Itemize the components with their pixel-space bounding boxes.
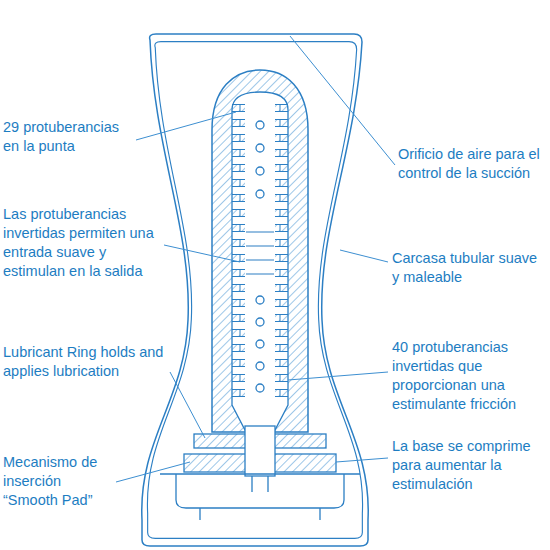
callout-label: 40 protuberancias invertidas que proporc…	[392, 338, 540, 414]
leader-lines	[116, 36, 395, 482]
callout-label: Las protuberancias invertidas permiten u…	[3, 205, 161, 281]
nubs-left	[232, 104, 245, 400]
callout-label: Orificio de aire para el control de la s…	[398, 145, 546, 183]
callout-label: Mecanismo de inserción “Smooth Pad”	[3, 453, 113, 510]
ridges	[246, 232, 274, 274]
base-cap	[160, 474, 360, 520]
callout-label: 29 protuberancias en la punta	[3, 118, 133, 156]
callout-label: La base se comprime para aumentar la est…	[392, 437, 540, 494]
inner-sleeve	[212, 70, 308, 432]
callout-label: Lubricant Ring holds and applies lubrica…	[3, 343, 166, 381]
nub-dots	[256, 121, 264, 392]
nubs-right	[275, 104, 288, 400]
inner-shell	[147, 42, 362, 539]
outer-shell	[142, 34, 368, 546]
inner-channel	[232, 92, 288, 430]
callout-label: Carcasa tubular suave y maleable	[392, 249, 544, 287]
center-tube	[245, 426, 275, 476]
